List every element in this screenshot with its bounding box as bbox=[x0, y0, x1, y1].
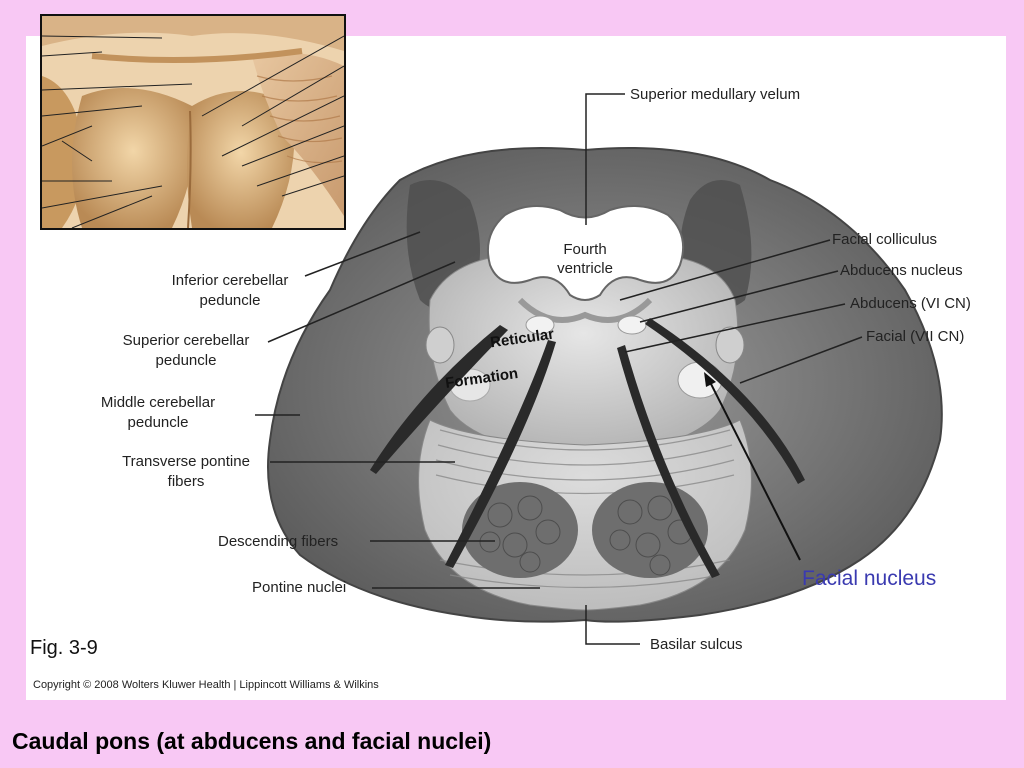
label-pontine-nuclei: Pontine nuclei bbox=[252, 579, 347, 596]
label-transverse-pontine-fibers-line1: Transverse pontine bbox=[122, 453, 250, 470]
label-descending-fibers: Descending fibers bbox=[218, 533, 339, 550]
label-superior-cerebellar-peduncle: Superior cerebellar peduncle bbox=[106, 331, 266, 371]
label-transverse-pontine-fibers-line2: fibers bbox=[167, 473, 205, 490]
left-small-structure bbox=[425, 326, 455, 364]
label-basilar-sulcus: Basilar sulcus bbox=[650, 636, 743, 653]
left-abducens-nucleus bbox=[525, 315, 555, 335]
label-superior-medullary-velum: Superior medullary velum bbox=[630, 86, 801, 103]
label-superior-cerebellar-peduncle-line2: peduncle bbox=[155, 352, 217, 369]
label-middle-cerebellar-peduncle-line2: peduncle bbox=[127, 414, 189, 431]
label-fourth-ventricle-line2: ventricle bbox=[557, 260, 613, 277]
label-fourth-ventricle: Fourth ventricle bbox=[540, 240, 630, 278]
right-abducens-nucleus bbox=[617, 315, 647, 335]
label-fourth-ventricle-line1: Fourth bbox=[563, 241, 607, 258]
left-descending-fibers bbox=[462, 482, 578, 578]
label-middle-cerebellar-peduncle: Middle cerebellar peduncle bbox=[78, 393, 238, 433]
brainstem-inset-drawing bbox=[42, 16, 344, 228]
leader-lines bbox=[255, 93, 863, 645]
slide-title: Caudal pons (at abducens and facial nucl… bbox=[12, 728, 492, 754]
label-inferior-cerebellar-peduncle-line2: peduncle bbox=[199, 292, 261, 309]
label-facial-nerve: Facial (VII CN) bbox=[866, 328, 965, 345]
ventricle-floor bbox=[517, 297, 653, 323]
copyright-notice: Copyright © 2008 Wolters Kluwer Health |… bbox=[33, 679, 379, 691]
right-small-structure bbox=[715, 326, 745, 364]
label-transverse-pontine-fibers: Transverse pontine fibers bbox=[104, 452, 268, 492]
label-abducens-nerve: Abducens (VI CN) bbox=[850, 295, 971, 312]
label-superior-cerebellar-peduncle-line1: Superior cerebellar bbox=[122, 332, 250, 349]
transverse-fiber-striations bbox=[435, 429, 735, 589]
nerve-tracts bbox=[370, 318, 805, 578]
fourth-ventricle bbox=[486, 205, 684, 301]
facial-nucleus-arrowhead bbox=[704, 372, 716, 387]
facial-nucleus-arrow bbox=[707, 377, 801, 561]
label-inferior-cerebellar-peduncle: Inferior cerebellar peduncle bbox=[150, 271, 310, 311]
brainstem-inset-image bbox=[40, 14, 346, 230]
label-middle-cerebellar-peduncle-line1: Middle cerebellar bbox=[100, 394, 216, 411]
label-inferior-cerebellar-peduncle-line1: Inferior cerebellar bbox=[171, 272, 289, 289]
label-abducens-nucleus: Abducens nucleus bbox=[840, 262, 963, 279]
label-facial-colliculus: Facial colliculus bbox=[832, 231, 938, 248]
label-facial-nucleus: Facial nucleus bbox=[802, 567, 937, 590]
figure-number: Fig. 3-9 bbox=[30, 637, 98, 659]
